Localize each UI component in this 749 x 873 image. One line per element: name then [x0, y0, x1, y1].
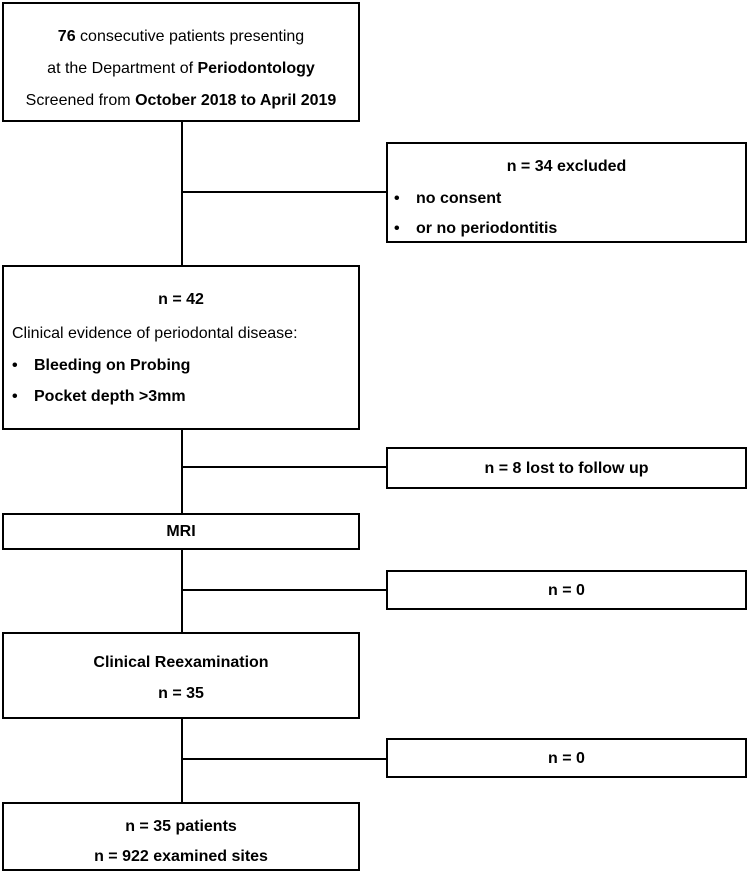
reexam-title: Clinical Reexamination: [93, 654, 269, 671]
final-box: n = 35 patients n = 922 examined sites: [2, 802, 360, 871]
bullet-glyph: •: [394, 190, 400, 207]
criterion-bleeding: Bleeding on Probing: [34, 357, 191, 374]
department-name: Periodontology: [197, 60, 315, 77]
side-box-3: n = 0: [386, 570, 747, 610]
excluded-bullet-1: • no consent: [394, 188, 501, 210]
excluded-reason-2: or no periodontitis: [416, 220, 558, 237]
reexam-box: Clinical Reexamination n = 35: [2, 632, 360, 719]
branch-side3: [181, 589, 387, 591]
screening-box: 76 consecutive patients presenting at th…: [2, 2, 360, 122]
excluded-bullet-2: • or no periodontitis: [394, 218, 557, 240]
screening-text-2: at the Department of: [47, 60, 198, 77]
branch-side4: [181, 758, 387, 760]
side-box-4: n = 0: [386, 738, 747, 778]
connector-2: [181, 428, 183, 513]
screening-text-1: consecutive patients presenting: [75, 28, 305, 45]
side-3-label: n = 0: [548, 582, 585, 599]
connector-1: [181, 121, 183, 265]
bullet-glyph: •: [394, 220, 400, 237]
screening-period: October 2018 to April 2019: [135, 92, 337, 109]
lost-label: n = 8 lost to follow up: [484, 460, 649, 477]
lost-box: n = 8 lost to follow up: [386, 447, 747, 489]
eligible-count: n = 42: [158, 291, 204, 308]
final-patients: n = 35 patients: [125, 818, 237, 835]
mri-box: MRI: [2, 513, 360, 550]
side-4-label: n = 0: [548, 750, 585, 767]
mri-label: MRI: [166, 523, 196, 540]
connector-4: [181, 717, 183, 803]
screening-line-1: 76 consecutive patients presenting: [4, 26, 358, 48]
bullet-glyph: •: [12, 357, 18, 374]
branch-lost: [181, 466, 387, 468]
screening-line-3: Screened from October 2018 to April 2019: [4, 90, 358, 112]
patient-count: 76: [57, 28, 76, 45]
reexam-count: n = 35: [158, 685, 204, 702]
criterion-pocket-depth: Pocket depth >3mm: [34, 388, 186, 405]
branch-excluded: [181, 191, 387, 193]
excluded-title: n = 34 excluded: [506, 158, 627, 175]
eligible-criteria-title: Clinical evidence of periodontal disease…: [12, 325, 298, 342]
excluded-box: n = 34 excluded • no consent • or no perio…: [386, 142, 747, 243]
excluded-reason-1: no consent: [416, 190, 502, 207]
eligible-box: n = 42 Clinical evidence of periodontal …: [2, 265, 360, 430]
eligible-bullet-2: • Pocket depth >3mm: [12, 386, 186, 408]
screening-line-2: at the Department of Periodontology: [4, 58, 358, 80]
eligible-bullet-1: • Bleeding on Probing: [12, 355, 190, 377]
screening-text-3: Screened from: [25, 92, 136, 109]
final-sites: n = 922 examined sites: [94, 848, 268, 865]
bullet-glyph: •: [12, 388, 18, 405]
